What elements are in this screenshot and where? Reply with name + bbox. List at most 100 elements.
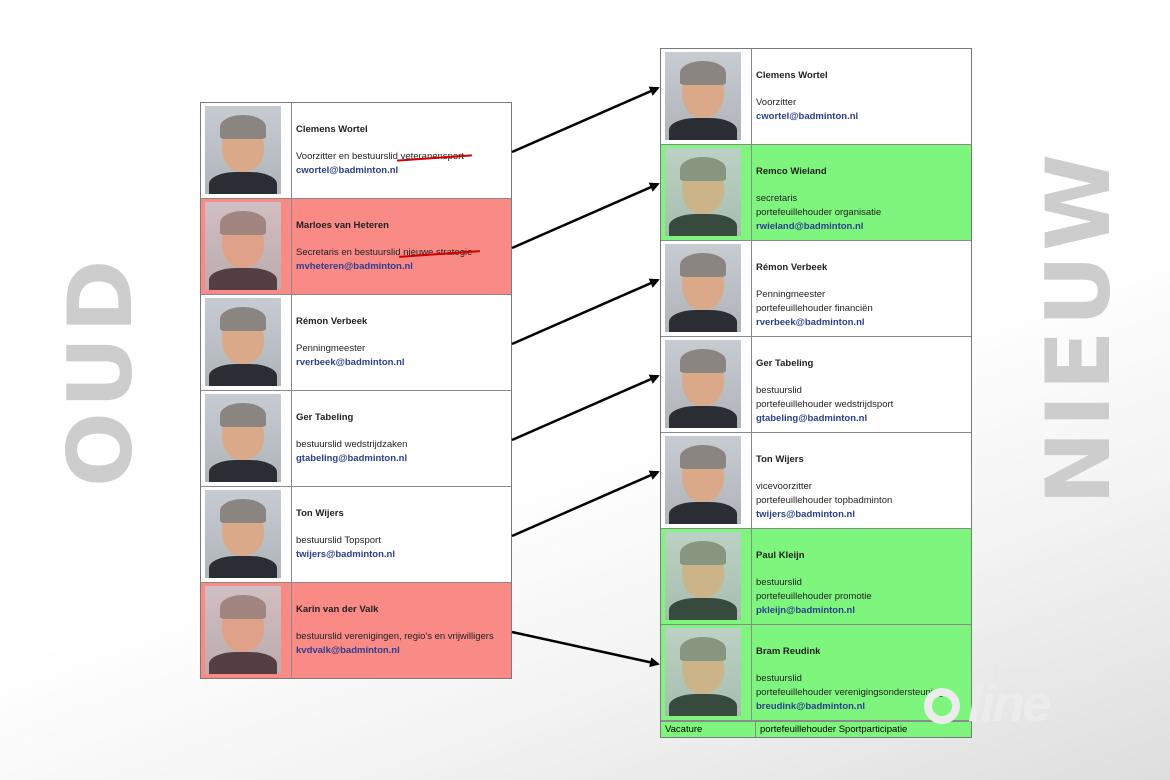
- member-email[interactable]: rwieland@badminton.nl: [756, 221, 864, 232]
- photo-shoulders: [669, 406, 737, 428]
- photo-hair: [680, 445, 726, 469]
- photo-hair: [220, 403, 266, 427]
- photo-cell: [201, 391, 292, 486]
- photo-cell: [661, 241, 752, 336]
- photo-hair: [680, 349, 726, 373]
- member-photo: [205, 394, 281, 482]
- transition-arrow: [511, 182, 660, 250]
- role-struck-text: nieuwe strategie: [399, 247, 481, 258]
- member-role: bestuurslid: [756, 385, 802, 396]
- member-email[interactable]: kvdvalk@badminton.nl: [296, 645, 400, 656]
- member-photo: [665, 532, 741, 620]
- member-email[interactable]: cwortel@badminton.nl: [756, 111, 859, 122]
- photo-cell: [661, 49, 752, 144]
- member-name: Ton Wijers: [296, 508, 344, 519]
- member-email[interactable]: pkleijn@badminton.nl: [756, 605, 855, 616]
- photo-cell: [661, 625, 752, 720]
- member-email[interactable]: rverbeek@badminton.nl: [756, 317, 865, 328]
- photo-shoulders: [669, 118, 737, 140]
- member-name: Rémon Verbeek: [756, 262, 828, 273]
- member-name: Paul Kleijn: [756, 550, 805, 561]
- photo-cell: [201, 487, 292, 582]
- member-name: Ton Wijers: [756, 454, 804, 465]
- role-text: Voorzitter en bestuurslid: [296, 151, 398, 162]
- member-email[interactable]: gtabeling@badminton.nl: [756, 413, 868, 424]
- badmintonline-logo: badminton line: [920, 660, 1130, 740]
- member-name: Karin van der Valk: [296, 604, 379, 615]
- board-member-row: Ger Tabeling bestuurslid wedstrijdzaken gt…: [201, 391, 511, 487]
- photo-cell: [661, 433, 752, 528]
- member-email[interactable]: gtabeling@badminton.nl: [296, 453, 408, 464]
- transition-arrow: [511, 374, 660, 442]
- photo-hair: [680, 61, 726, 85]
- member-role: Voorzitter en bestuurslid veteranensport: [296, 150, 507, 164]
- member-email[interactable]: twijers@badminton.nl: [756, 509, 855, 520]
- photo-cell: [201, 583, 292, 678]
- photo-cell: [201, 295, 292, 390]
- photo-hair: [680, 253, 726, 277]
- member-role: Penningmeester: [296, 343, 366, 354]
- transition-arrow: [511, 278, 660, 346]
- member-role: vicevoorzitter: [756, 481, 812, 492]
- vacancy-role: portefeuillehouder Sportparticipatie: [760, 724, 908, 735]
- transition-arrow: [511, 630, 660, 668]
- photo-cell: [661, 529, 752, 624]
- member-photo: [205, 490, 281, 578]
- member-name: Clemens Wortel: [296, 124, 368, 135]
- member-info: Ton Wijers vicevoorzitter portefeuillehoud…: [752, 433, 971, 528]
- member-photo: [665, 436, 741, 524]
- photo-cell: [201, 103, 292, 198]
- photo-shoulders: [209, 460, 277, 482]
- photo-shoulders: [209, 652, 277, 674]
- member-email[interactable]: twijers@badminton.nl: [296, 549, 395, 560]
- member-role: portefeuillehouder verenigingsondersteun…: [756, 687, 944, 698]
- member-role: Secretaris en bestuurslid nieuwe strateg…: [296, 246, 507, 260]
- member-role: portefeuillehouder topbadminton: [756, 495, 893, 506]
- member-photo: [205, 202, 281, 290]
- member-name: Remco Wieland: [756, 166, 827, 177]
- member-photo: [205, 298, 281, 386]
- photo-shoulders: [209, 268, 277, 290]
- transition-arrow: [511, 86, 660, 154]
- member-role: bestuurslid wedstrijdzaken: [296, 439, 408, 450]
- member-photo: [665, 340, 741, 428]
- photo-shoulders: [669, 502, 737, 524]
- photo-hair: [220, 307, 266, 331]
- shuttle-logo-icon: [924, 688, 960, 724]
- member-email[interactable]: mvheteren@badminton.nl: [296, 261, 413, 272]
- member-email[interactable]: cwortel@badminton.nl: [296, 165, 399, 176]
- member-name: Ger Tabeling: [296, 412, 354, 423]
- vacancy-label: Vacature: [661, 722, 756, 737]
- vacancy-row: Vacature portefeuillehouder Sportparticip…: [661, 721, 971, 737]
- board-member-row: Ton Wijers vicevoorzitter portefeuillehoud…: [661, 433, 971, 529]
- member-info: Ger Tabeling bestuurslid wedstrijdzaken gt…: [292, 391, 511, 486]
- photo-hair: [220, 499, 266, 523]
- member-email[interactable]: breudink@badminton.nl: [756, 701, 866, 712]
- member-name: Clemens Wortel: [756, 70, 828, 81]
- photo-shoulders: [209, 172, 277, 194]
- role-text: Secretaris en bestuurslid: [296, 247, 401, 258]
- member-photo: [205, 106, 281, 194]
- photo-hair: [220, 115, 266, 139]
- member-name: Rémon Verbeek: [296, 316, 368, 327]
- logo-top-text: badminton: [992, 662, 1100, 685]
- member-photo: [205, 586, 281, 674]
- member-email[interactable]: rverbeek@badminton.nl: [296, 357, 405, 368]
